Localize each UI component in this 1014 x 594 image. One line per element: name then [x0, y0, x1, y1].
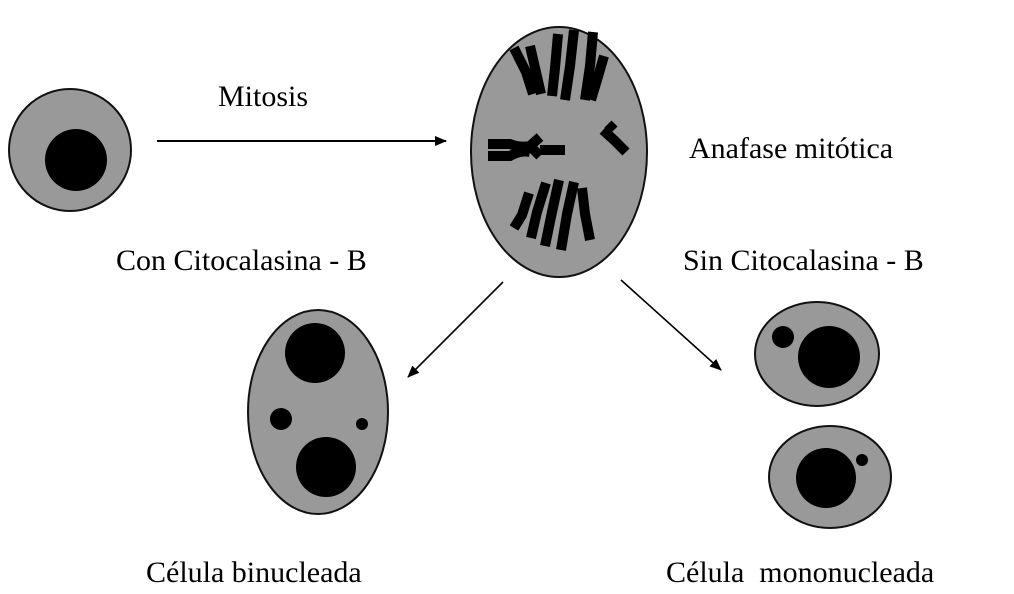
with-cytochalasin-label: Con Citocalasina - B: [116, 244, 367, 277]
arrow-to-binucleated: [408, 282, 503, 377]
main-nucleus: [796, 448, 856, 508]
arrow-to-mononucleated: [621, 280, 721, 370]
mitosis-label: Mitosis: [218, 80, 308, 113]
binucleated-cell: [248, 310, 388, 514]
mononucleated-cell: [769, 426, 891, 528]
initial-cell: [9, 89, 131, 211]
micronucleus: [856, 454, 868, 466]
main-nucleus: [296, 437, 356, 497]
initial-cell-nucleus: [45, 129, 107, 191]
mononucleated-cell-label: Célula mononucleada: [666, 556, 934, 589]
anaphase-label: Anafase mitótica: [689, 132, 893, 165]
mononucleated-cell: [755, 302, 879, 406]
micronucleus: [772, 326, 794, 348]
main-nucleus: [285, 323, 345, 383]
binucleated-cell-label: Célula binucleada: [146, 556, 362, 589]
chromosome: [552, 34, 558, 96]
micronucleus: [270, 408, 292, 430]
micronucleus: [356, 418, 368, 430]
without-cytochalasin-label: Sin Citocalasina - B: [683, 244, 924, 277]
lagging-chromosome: [608, 124, 614, 130]
main-nucleus: [798, 326, 860, 388]
anaphase-cell: [471, 27, 647, 277]
